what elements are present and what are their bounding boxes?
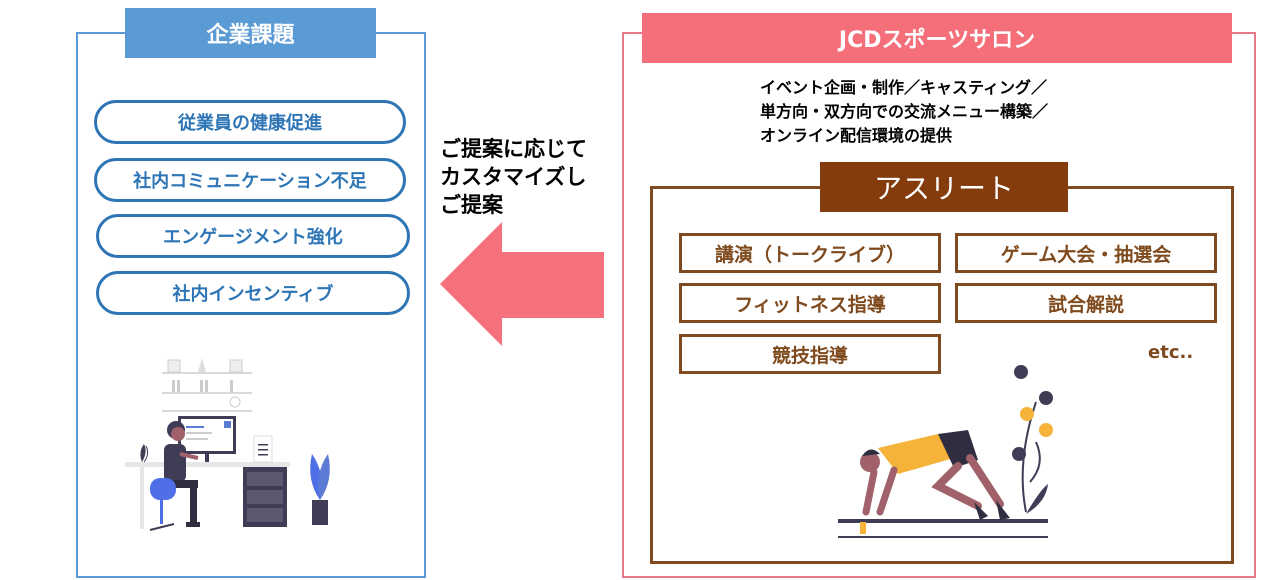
jcd-sports-salon-title: JCDスポーツサロン [642, 13, 1232, 63]
service-line: オンライン配信環境の提供 [760, 126, 953, 145]
activity-item: ゲーム大会・抽選会 [955, 233, 1217, 273]
issue-item: 社内コミュニケーション不足 [94, 158, 406, 202]
issue-item: 社内インセンティブ [96, 271, 410, 315]
activity-item: フィットネス指導 [679, 283, 941, 323]
activity-item: 競技指導 [679, 334, 941, 374]
note-line: ご提案に応じて [440, 137, 587, 161]
left-arrow-icon [440, 222, 604, 346]
person-working-at-desk-illustration [120, 350, 350, 545]
athlete-title: アスリート [820, 162, 1068, 212]
etc-label: etc.. [1148, 342, 1194, 363]
company-issues-title: 企業課題 [125, 8, 376, 58]
issue-item: 従業員の健康促進 [94, 100, 406, 144]
athlete-sprinter-start-illustration [830, 362, 1060, 547]
activity-item: 講演（トークライブ） [679, 233, 941, 273]
services-list: イベント企画・制作／キャスティング／ 単方向・双方向での交流メニュー構築／ オン… [760, 76, 1160, 148]
activity-item: 試合解説 [955, 283, 1217, 323]
service-line: イベント企画・制作／キャスティング／ [760, 78, 1048, 97]
note-line: カスタマイズし [440, 165, 587, 189]
customize-proposal-note: ご提案に応じて カスタマイズし ご提案 [440, 135, 620, 219]
note-line: ご提案 [440, 193, 503, 217]
service-line: 単方向・双方向での交流メニュー構築／ [760, 102, 1049, 121]
issue-item: エンゲージメント強化 [96, 214, 410, 258]
